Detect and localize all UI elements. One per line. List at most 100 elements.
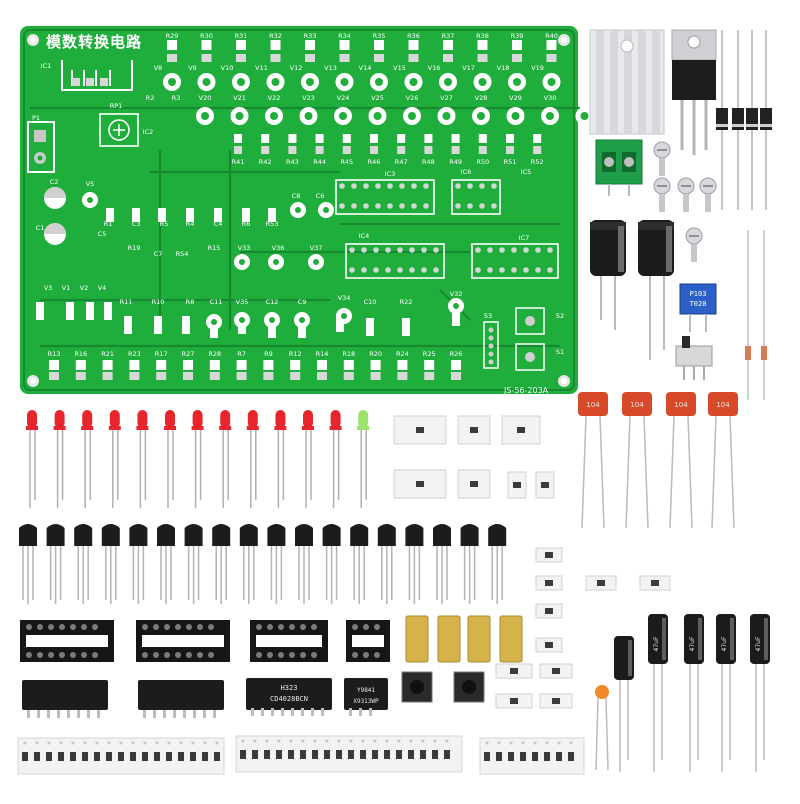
smd-tape-part — [288, 750, 294, 759]
smd-resistor — [545, 580, 553, 586]
top-res-label: R29 — [166, 32, 179, 40]
ic-pad — [351, 203, 357, 209]
misc-label: IC6 — [461, 168, 472, 176]
smd-tape-part — [568, 752, 574, 761]
led-footprint-hole — [478, 78, 487, 86]
ic-pad — [479, 203, 485, 209]
smd-resistor — [597, 580, 605, 586]
misc-label: R11 — [120, 298, 133, 306]
led-body — [192, 410, 203, 428]
ic-socket-hole — [142, 652, 148, 658]
smd-tape-part — [106, 752, 112, 761]
transistor-body — [350, 524, 369, 546]
res-pad — [261, 134, 270, 143]
led-body — [54, 410, 65, 428]
led-row1-label: V15 — [393, 64, 406, 72]
smd-tape-part — [300, 750, 306, 759]
pot-label-2: T020 — [690, 300, 707, 308]
terminal-block — [595, 139, 643, 196]
screw-shank — [705, 194, 711, 212]
smd-tape-hole — [265, 739, 269, 743]
misc-label: S3 — [484, 312, 492, 320]
res-pad — [533, 134, 542, 143]
ic-socket-window — [352, 635, 384, 647]
res-pad — [261, 146, 270, 154]
led-footprint-hole — [547, 78, 556, 86]
ic-socket-hole — [26, 624, 32, 630]
misc-label: R54 — [176, 250, 189, 258]
tactile-switches — [401, 671, 485, 703]
ic-pad — [409, 267, 415, 273]
res-pad — [424, 146, 433, 154]
small-cap-leads — [721, 664, 731, 772]
led-row2-label: V21 — [233, 94, 246, 102]
ic-socket-hole — [164, 652, 170, 658]
ic-pad — [385, 247, 391, 253]
transistor-leads — [491, 546, 503, 604]
smd-tape-hole — [397, 739, 401, 743]
ic-socket-hole — [300, 652, 306, 658]
ic-pad — [349, 247, 355, 253]
small-ceramic-cap — [595, 685, 609, 771]
misc-label: R1 — [104, 220, 113, 228]
ic-socket-hole — [37, 652, 43, 658]
top-res-pad — [167, 40, 177, 50]
bottom-res-pad — [183, 372, 193, 380]
res-row-label: R43 — [286, 158, 299, 166]
led-leads — [84, 430, 91, 508]
ic-pad — [339, 183, 345, 189]
misc-part — [124, 316, 132, 334]
bottom-res-label: R26 — [450, 350, 463, 358]
ic-pad — [421, 247, 427, 253]
led-leads — [277, 430, 285, 508]
ic-pad — [399, 203, 405, 209]
ic-pad — [373, 247, 379, 253]
smd-tape-hole — [107, 741, 111, 745]
chip-pin — [261, 708, 264, 716]
res-pad — [288, 146, 297, 154]
transistor-leads — [215, 546, 227, 604]
ic-pad — [351, 183, 357, 189]
pot-label-1: P103 — [690, 290, 707, 298]
misc-label: C12 — [266, 298, 279, 306]
misc-label: R3 — [172, 94, 181, 102]
res-pad — [451, 146, 460, 154]
led-row2-label: V28 — [475, 94, 488, 102]
ic-pad — [511, 267, 517, 273]
transistor-body — [433, 524, 451, 546]
ic-pad — [411, 203, 417, 209]
ic-socket-hole — [197, 652, 203, 658]
ic-socket-hole — [256, 624, 262, 630]
led-rim — [302, 426, 314, 430]
res-row-label: R41 — [232, 158, 245, 166]
smd-tape-part — [312, 750, 318, 759]
smd-tape-hole — [35, 741, 39, 745]
bottom-res-pad — [343, 360, 354, 370]
smd-resistor — [545, 552, 553, 558]
chip-pin — [67, 710, 70, 718]
ic-pad — [397, 267, 403, 273]
led-footprint-hole — [306, 78, 314, 86]
led-footprint-hole — [408, 112, 416, 120]
led-row2-label: V27 — [440, 94, 453, 102]
ic-pad — [361, 267, 367, 273]
ic-socket-hole — [352, 624, 358, 630]
smd-tape-part — [154, 752, 160, 761]
led-row1-label: V17 — [462, 64, 475, 72]
transistor-body — [212, 524, 231, 546]
bottom-res-pad — [183, 360, 193, 370]
ic-socket-hole — [374, 624, 380, 630]
led-row2-label: V20 — [199, 94, 212, 102]
small-cap-stripe — [662, 618, 666, 660]
chip-pin — [37, 710, 40, 718]
ic-socket-hole — [153, 624, 159, 630]
transistor-leads — [160, 546, 172, 604]
top-res-pad — [270, 54, 281, 62]
bottom-res-pad — [156, 372, 167, 380]
misc-label: R53 — [266, 220, 279, 228]
chip-pin — [57, 710, 60, 718]
ic-pad — [375, 203, 381, 209]
smd-tape-part — [276, 750, 282, 759]
led-leads — [56, 430, 64, 508]
